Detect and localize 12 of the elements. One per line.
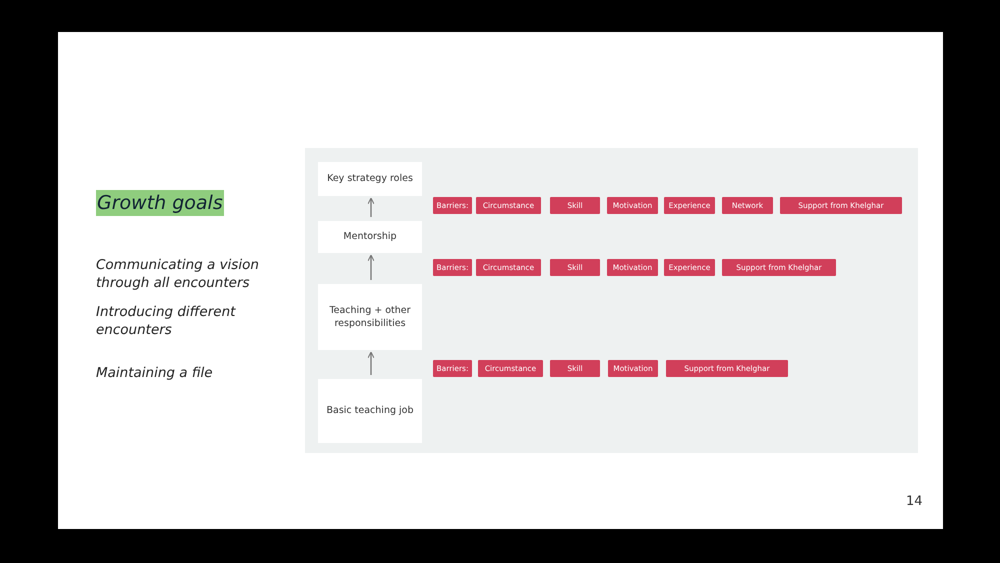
goal-text: Maintaining a file [96, 364, 214, 382]
page-number: 14 [906, 494, 923, 509]
stage-box: Mentorship [318, 221, 422, 253]
arrow [368, 198, 374, 217]
heading: Growth goals [96, 190, 224, 216]
stage-box: Teaching + other responsibilities [318, 284, 422, 350]
arrow [368, 254, 374, 280]
goal-text: Communicating a vision through all encounters [96, 256, 260, 292]
goal-text: Introducing different encounters [96, 303, 237, 339]
stage-box: Basic teaching job [318, 379, 422, 443]
stage-box: Key strategy roles [318, 162, 422, 196]
arrow [368, 352, 374, 375]
